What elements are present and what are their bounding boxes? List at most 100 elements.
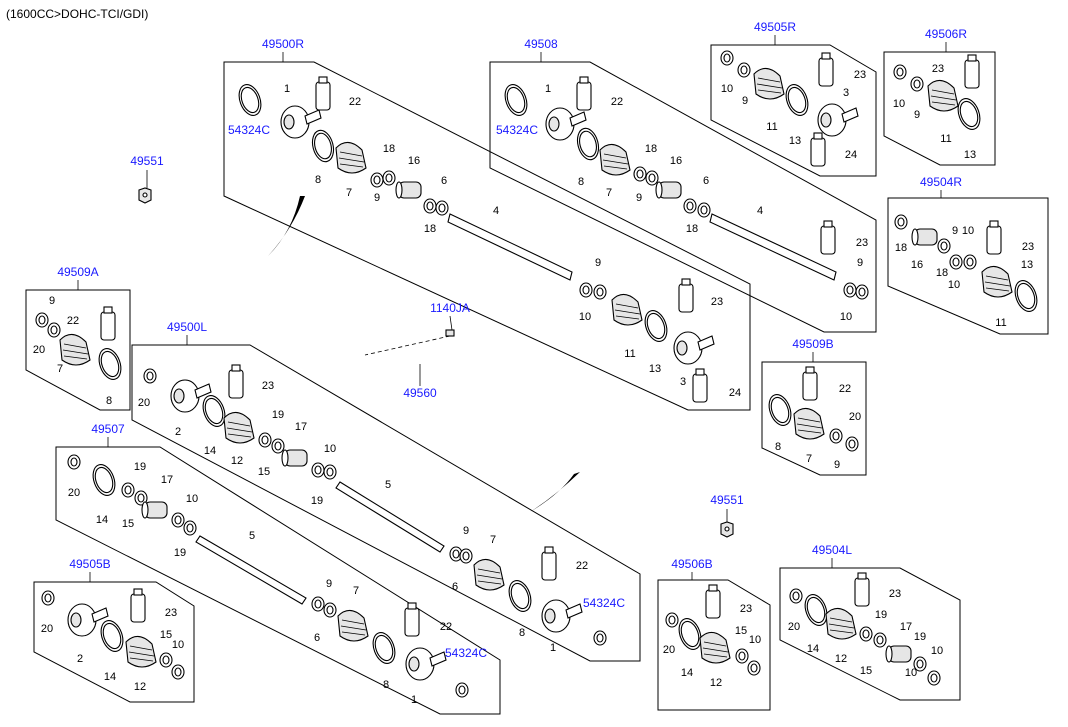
code-49551[interactable]: 49551: [130, 154, 164, 168]
callout-14-49507: 14: [96, 514, 108, 526]
callout-23-49506B: 23: [740, 603, 752, 615]
callout-18b-49504R: 18: [936, 267, 948, 279]
callout-9b-49508: 9: [857, 257, 863, 269]
callout-10-49506B: 10: [749, 634, 761, 646]
callout-8-49507: 8: [383, 679, 389, 691]
code-54324C-c[interactable]: 54324C: [583, 596, 625, 610]
callout-12-49506B: 12: [710, 677, 722, 689]
callout-8-49500L: 8: [519, 627, 525, 639]
callout-9-49505R: 9: [742, 95, 748, 107]
callout-14-49505B: 14: [104, 671, 116, 683]
callout-20-49509B: 20: [849, 411, 861, 423]
group-label-49500R[interactable]: 49500R: [262, 37, 304, 51]
group-outline-49500R: [223, 61, 751, 411]
callout-7-49508: 7: [606, 187, 612, 199]
callout-1: 1: [284, 83, 290, 95]
group-label-49500L[interactable]: 49500L: [167, 320, 207, 334]
group-label-49506B[interactable]: 49506B: [671, 557, 712, 571]
callout-15-49505B: 15: [160, 629, 172, 641]
group-outline-49504R: [887, 197, 1049, 335]
callout-5-49500L: 5: [385, 479, 391, 491]
callout-19b-49507: 19: [174, 547, 186, 559]
callout-13-49504R: 13: [1021, 259, 1033, 271]
callout-20-49504L: 20: [788, 621, 800, 633]
callout-23-49504R: 23: [1022, 241, 1034, 253]
callout-9-49504R: 9: [952, 225, 958, 237]
header-text: (1600CC>DOHC-TCI/GDI): [6, 7, 148, 21]
callout-18: 18: [383, 143, 395, 155]
code-54324C[interactable]: 54324C: [228, 123, 270, 137]
callout-10-49507: 10: [186, 493, 198, 505]
callout-11-49506R: 11: [940, 133, 951, 145]
callout-11-49504R: 11: [995, 317, 1006, 329]
group-outline-49506B: [657, 579, 771, 711]
code-49551-b[interactable]: 49551: [710, 493, 744, 507]
callout-9-49506R: 9: [914, 109, 920, 121]
callout-20-49509A: 20: [33, 344, 45, 356]
code-54324C-b[interactable]: 54324C: [496, 123, 538, 137]
callout-22-49508: 22: [611, 96, 623, 108]
callout-20-49506B: 20: [663, 644, 675, 656]
callout-18-49504R: 18: [895, 242, 907, 254]
callout-16-49508: 16: [670, 155, 682, 167]
callout-14-49504L: 14: [807, 643, 819, 655]
group-label-49508[interactable]: 49508: [524, 37, 558, 51]
callout-10-49504R: 10: [948, 279, 960, 291]
callout-13-49505R: 13: [789, 135, 801, 147]
group-label-49504R[interactable]: 49504R: [920, 175, 962, 189]
callout-18b-49508: 18: [686, 223, 698, 235]
callout-3-49505R: 3: [843, 87, 849, 99]
callout-11: 11: [624, 348, 635, 360]
group-outline-49507: [55, 446, 501, 715]
callout-9-49508: 9: [636, 192, 642, 204]
group-outline-49508: [489, 61, 877, 333]
callout-4-49508: 4: [757, 205, 763, 217]
callout-9b: 9: [595, 257, 601, 269]
callout-7-49500L: 7: [490, 534, 496, 546]
callout-22: 22: [349, 96, 361, 108]
callout-15-49504L: 15: [860, 665, 872, 677]
group-label-49509B[interactable]: 49509B: [792, 337, 833, 351]
group-outline-49506R: [883, 51, 996, 166]
callout-22-49509A: 22: [67, 315, 79, 327]
group-outline-49504L: [779, 567, 961, 701]
callout-9-49509A: 9: [49, 295, 55, 307]
callout-20-49507: 20: [68, 487, 80, 499]
group-outline-49505R: [710, 44, 877, 177]
code-54324C-d[interactable]: 54324C: [445, 646, 487, 660]
callout-10b-49504L: 10: [931, 645, 943, 657]
callout-6-49500L: 6: [452, 581, 458, 593]
callout-1-49508: 1: [545, 83, 551, 95]
group-outline-49500L: [131, 344, 641, 662]
callout-18-49508: 18: [645, 143, 657, 155]
group-label-49509A[interactable]: 49509A: [57, 265, 98, 279]
group-label-49504L[interactable]: 49504L: [812, 543, 852, 557]
callout-10b-49504R: 10: [962, 225, 974, 237]
group-label-49507[interactable]: 49507: [91, 422, 125, 436]
callout-18b: 18: [424, 223, 436, 235]
callout-23-49506R: 23: [932, 63, 944, 75]
callout-10-49500L: 10: [324, 443, 336, 455]
group-label-49506R[interactable]: 49506R: [925, 27, 967, 41]
code-1140JA[interactable]: 1140JA: [430, 301, 470, 315]
callout-19b-49500L: 19: [311, 495, 323, 507]
callout-22-49509B: 22: [839, 383, 851, 395]
callout-16-49504R: 16: [911, 259, 923, 271]
callout-15-49506B: 15: [735, 625, 747, 637]
callout-17-49507: 17: [161, 474, 173, 486]
callout-19b-49504L: 19: [914, 631, 926, 643]
callout-7-49509A: 7: [57, 363, 63, 375]
group-label-49505B[interactable]: 49505B: [69, 557, 110, 571]
code-49560[interactable]: 49560: [403, 386, 437, 400]
callout-11-49505R: 11: [766, 121, 777, 133]
callout-3: 3: [680, 376, 686, 388]
callout-2-49500L: 2: [175, 426, 181, 438]
callout-24-49505R: 24: [845, 149, 857, 161]
callout-1-49500L: 1: [550, 642, 556, 654]
callout-20-49500L: 20: [138, 397, 150, 409]
callout-23: 23: [711, 296, 723, 308]
callout-10-49506R: 10: [893, 98, 905, 110]
callout-23-49505R: 23: [854, 69, 866, 81]
group-label-49505R[interactable]: 49505R: [754, 20, 796, 34]
